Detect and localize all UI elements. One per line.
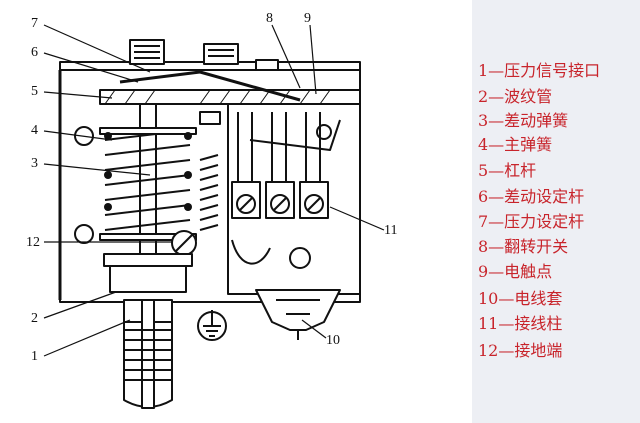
legend-item-5: 5—杠杆 (478, 161, 537, 180)
callout-7: 7 (31, 16, 38, 31)
callout-2: 2 (31, 311, 38, 326)
switch-housing (58, 39, 361, 409)
callout-5: 5 (31, 84, 38, 99)
callout-8: 8 (266, 11, 273, 26)
legend-item-10: 10—电线套 (478, 289, 563, 308)
callout-12: 12 (26, 235, 40, 250)
callout-10: 10 (326, 333, 340, 348)
callout-11: 11 (384, 223, 397, 238)
legend-item-6: 6—差动设定杆 (478, 187, 585, 206)
callout-1: 1 (31, 349, 38, 364)
callout-9: 9 (304, 11, 311, 26)
legend-item-8: 8—翻转开关 (478, 237, 569, 256)
callout-numbers: 7 6 5 4 3 12 2 1 8 9 11 10 (26, 11, 397, 364)
legend-item-4: 4—主弹簧 (478, 135, 553, 154)
legend-item-3: 3—差动弹簧 (478, 111, 569, 130)
legend-item-11: 11—接线柱 (478, 314, 563, 333)
legend-item-12: 12—接地端 (478, 341, 563, 360)
legend-item-9: 9—电触点 (478, 262, 553, 281)
callout-6: 6 (31, 45, 38, 60)
legend-item-7: 7—压力设定杆 (478, 212, 585, 231)
legend-item-2: 2—波纹管 (478, 87, 553, 106)
legend-panel (472, 0, 640, 423)
callout-leaders (43, 24, 385, 357)
callout-4: 4 (31, 123, 38, 138)
legend-item-1: 1—压力信号接口 (478, 61, 601, 80)
callout-3: 3 (31, 156, 38, 171)
